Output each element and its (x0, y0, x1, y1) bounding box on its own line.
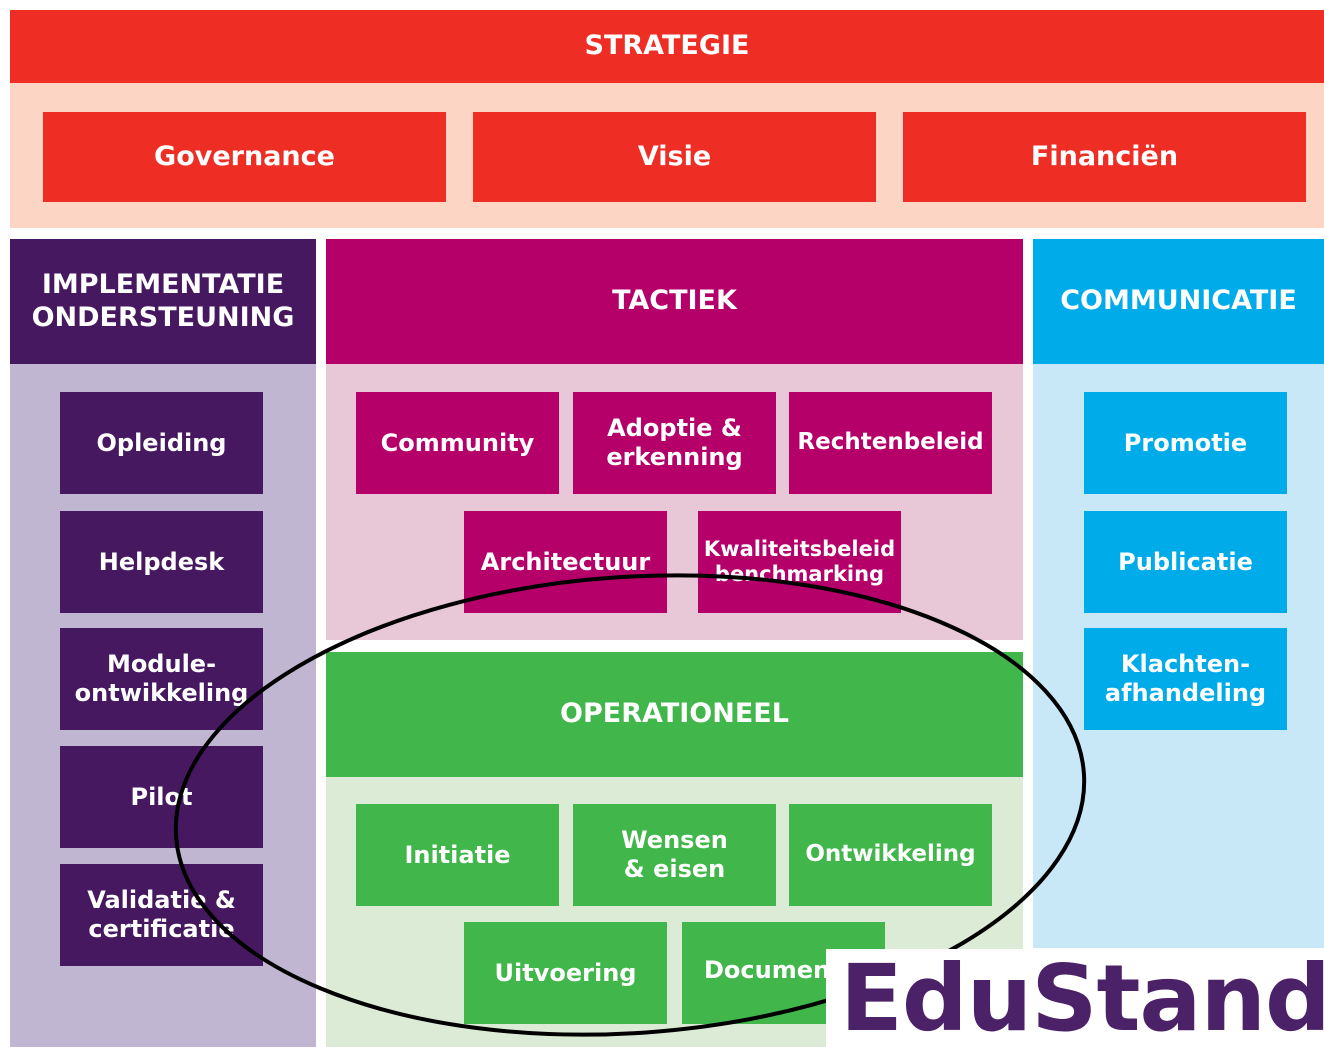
operational-item-uitvoering: Uitvoering (464, 922, 667, 1024)
tactics-header: TACTIEK (326, 239, 1023, 364)
tactics-item-rechtenbeleid: Rechtenbeleid (789, 392, 992, 494)
tile-label: Uitvoering (494, 958, 637, 987)
tactics-item-community: Community (356, 392, 559, 494)
tile-label-line1: Klachten- (1120, 650, 1251, 679)
tile-label: Initiatie (404, 840, 511, 869)
communication-item-klachtenafhandeling: Klachten- afhandeling (1084, 628, 1287, 730)
implementation-item-pilot: Pilot (60, 746, 263, 848)
tile-label-line2: afhandeling (1104, 679, 1267, 707)
tactics-item-kwaliteitsbeleid: Kwaliteitsbeleid benchmarking (698, 511, 901, 613)
tile-label: Community (380, 428, 535, 457)
tile-label: Document (704, 956, 842, 984)
tile-label: Rechtenbeleid (797, 429, 984, 456)
strategy-item-label: Visie (637, 140, 712, 172)
tile-label-line2: & eisen (623, 855, 726, 883)
tile-label-line2: ontwikkeling (74, 679, 249, 707)
communication-item-promotie: Promotie (1084, 392, 1287, 494)
strategy-item-label: Financiën (1030, 140, 1179, 172)
strategy-item-label: Governance (154, 140, 335, 172)
edustandaard-logo: EduStand (826, 949, 1324, 1047)
implementation-title-line2: ONDERSTEUNING (31, 301, 295, 333)
tile-label-line1: Module- (106, 650, 217, 679)
tile-label: Architectuur (480, 547, 651, 576)
tile-label: Pilot (130, 782, 193, 811)
implementation-header: IMPLEMENTATIE ONDERSTEUNING (10, 239, 316, 364)
operational-title: OPERATIONEEL (560, 698, 789, 730)
strategy-title: STRATEGIE (584, 30, 750, 62)
operational-item-ontwikkeling: Ontwikkeling (789, 804, 992, 906)
strategy-item-financien: Financiën (903, 112, 1306, 202)
operational-item-wensen: Wensen & eisen (573, 804, 776, 906)
tile-label: Opleiding (96, 428, 227, 457)
tile-label: Promotie (1123, 428, 1248, 457)
tactics-item-adoptie: Adoptie & erkenning (573, 392, 776, 494)
communication-item-publicatie: Publicatie (1084, 511, 1287, 613)
tactics-title: TACTIEK (612, 285, 737, 317)
tile-label-line2: erkenning (606, 443, 743, 471)
tile-label-line1: Kwaliteitsbeleid (703, 536, 896, 561)
implementation-item-validatie: Validatie & certificatie (60, 864, 263, 966)
operational-item-initiatie: Initiatie (356, 804, 559, 906)
tile-label-line1: Wensen (621, 826, 728, 855)
tile-label: Helpdesk (98, 547, 225, 576)
implementation-item-helpdesk: Helpdesk (60, 511, 263, 613)
tile-label-line1: Adoptie & (607, 414, 742, 443)
implementation-item-moduleontwikkeling: Module- ontwikkeling (60, 628, 263, 730)
strategy-item-governance: Governance (43, 112, 446, 202)
tactics-item-architectuur: Architectuur (464, 511, 667, 613)
tile-label-line2: certificatie (88, 915, 235, 943)
tile-label-line2: benchmarking (714, 562, 885, 586)
communication-title: COMMUNICATIE (1060, 285, 1297, 317)
tile-label-line1: Validatie & (87, 886, 236, 915)
tile-label: Ontwikkeling (805, 841, 976, 868)
implementation-title-line1: IMPLEMENTATIE (41, 269, 285, 301)
logo-text: EduStand (840, 949, 1324, 1047)
tile-label: Publicatie (1118, 547, 1253, 576)
communication-header: COMMUNICATIE (1033, 239, 1324, 364)
strategy-header: STRATEGIE (10, 10, 1324, 83)
implementation-item-opleiding: Opleiding (60, 392, 263, 494)
operational-header: OPERATIONEEL (326, 652, 1023, 777)
strategy-item-visie: Visie (473, 112, 876, 202)
